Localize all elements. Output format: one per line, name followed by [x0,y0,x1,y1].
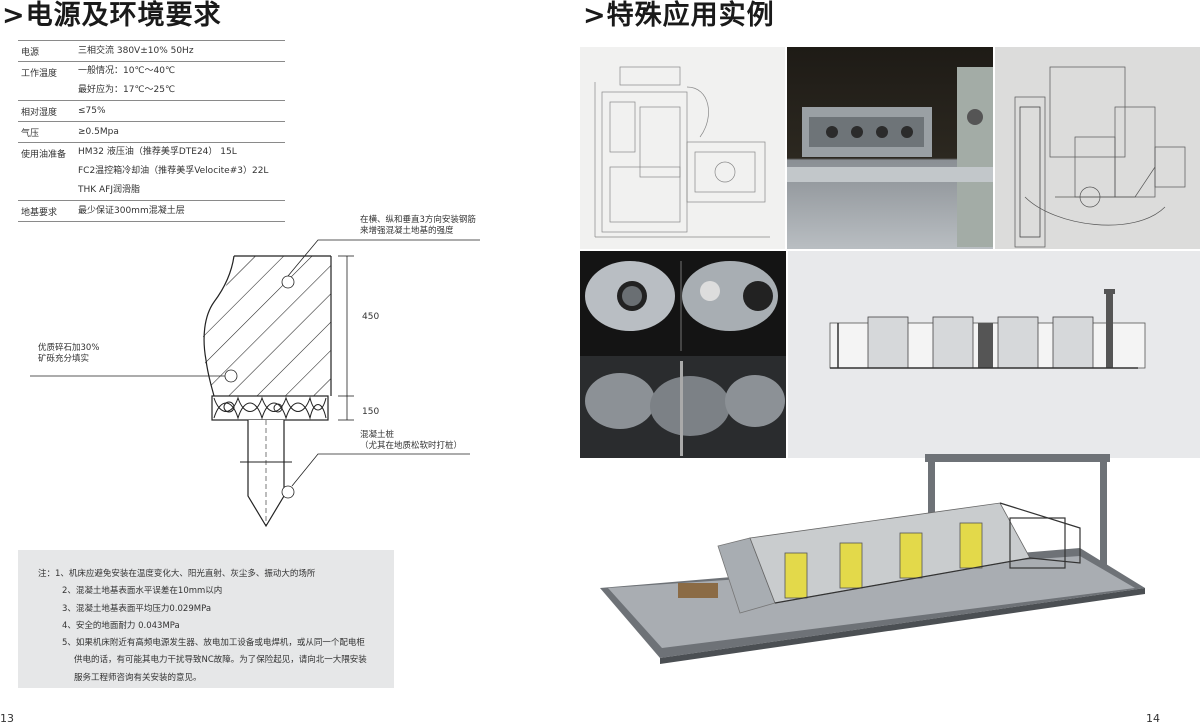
gravel-layer [211,395,329,421]
spec-key: 工作温度 [21,69,58,79]
spec-value: HM32 液压油（推荐美孚DTE24） 15L [78,147,237,157]
cad-layout-image-2 [995,47,1200,249]
spec-value: FC2温控箱冷却油（推荐美孚Velocite#3）22L [78,166,269,176]
concrete-pile [240,420,292,528]
spec-value: 最好应为：17℃～25℃ [78,85,176,95]
dimension-450: 450 [362,312,380,322]
line-side-view-image [788,251,1200,458]
note-line: （尤其在地质松软时打桩） [360,441,463,451]
spec-key: 气压 [21,129,40,139]
note-rebar: 在横、纵和垂直3方向安装钢筋 来增强混凝土地基的强度 [360,215,476,237]
production-line-3d-render [600,448,1145,688]
spec-row-temperature: 工作温度 一般情况：10℃～40℃ 最好应为：17℃～25℃ [18,61,285,100]
spec-table: 电源 三相交流 380V±10% 50Hz 工作温度 一般情况：10℃～40℃ … [18,40,285,222]
note-item: 5、如果机床附近有高频电源发生器、放电加工设备或电焊机，或从同一个配电柜 [62,638,365,649]
note-line: 在横、纵和垂直3方向安装钢筋 [360,215,476,225]
note-gravel: 优质碎石加30% 矿砾充分填实 [38,343,99,365]
spec-row-oil: 使用油准备 HM32 液压油（推荐美孚DTE24） 15L FC2温控箱冷却油（… [18,142,285,200]
machine-interior-photo [787,47,993,249]
note-line: 矿砾充分填实 [38,354,90,364]
spec-row-air-pressure: 气压 ≥0.5Mpa [18,121,285,142]
casting-parts-photo [580,251,786,458]
dimension-lines [338,255,354,421]
cad-layout-image-1 [580,47,785,249]
spec-value: THK AFJ润滑脂 [78,185,141,195]
note-item: 3、混凝土地基表面平均压力0.029MPa [62,603,212,614]
note-pile: 混凝土桩 （尤其在地质松软时打桩） [360,430,462,452]
note-line: 来增强混凝土地基的强度 [360,226,454,236]
spec-key: 使用油准备 [21,150,67,160]
spec-key: 地基要求 [21,208,58,218]
callout-leaders [30,239,480,499]
spec-key: 电源 [21,48,40,58]
note-item: 服务工程师咨询有关安装的意见。 [74,672,202,683]
spec-value: 最少保证300mm混凝土层 [78,206,185,216]
spec-row-humidity: 相对湿度 ≤75% [18,100,285,121]
note-line: 优质碎石加30% [38,343,100,353]
spec-row-power: 电源 三相交流 380V±10% 50Hz [18,40,285,61]
note-line: 混凝土桩 [360,430,395,440]
spec-value: 三相交流 380V±10% 50Hz [78,46,194,56]
page-title-applications: >特殊应用实例 [583,0,775,31]
note-item: 注：1、机床应避免安装在温度变化大、阳光直射、灰尘多、振动大的场所 [38,569,316,579]
notes-box: 注：1、机床应避免安装在温度变化大、阳光直射、灰尘多、振动大的场所 2、混凝土地… [18,550,394,688]
note-item: 2、混凝土地基表面水平误差在10mm以内 [62,586,223,597]
spec-key: 相对湿度 [21,108,58,118]
spec-value: ≤75% [78,106,106,116]
note-item: 4、安全的地面耐力 0.043MPa [62,620,180,631]
concrete-block [202,255,332,397]
dimension-150: 150 [362,407,380,417]
foundation-diagram [30,239,480,528]
spec-value: ≥0.5Mpa [78,127,119,137]
spec-value: 一般情况：10℃～40℃ [78,66,176,76]
note-item: 供电的话，有可能其电力干扰导致NC故障。为了保险起见，请向北一大隈安装 [74,655,367,666]
page-number-left: 13 [0,712,14,725]
page-title-power-environment: >电源及环境要求 [2,0,222,31]
page-number-right: 14 [1146,712,1160,725]
spec-row-foundation: 地基要求 最少保证300mm混凝土层 [18,200,285,222]
